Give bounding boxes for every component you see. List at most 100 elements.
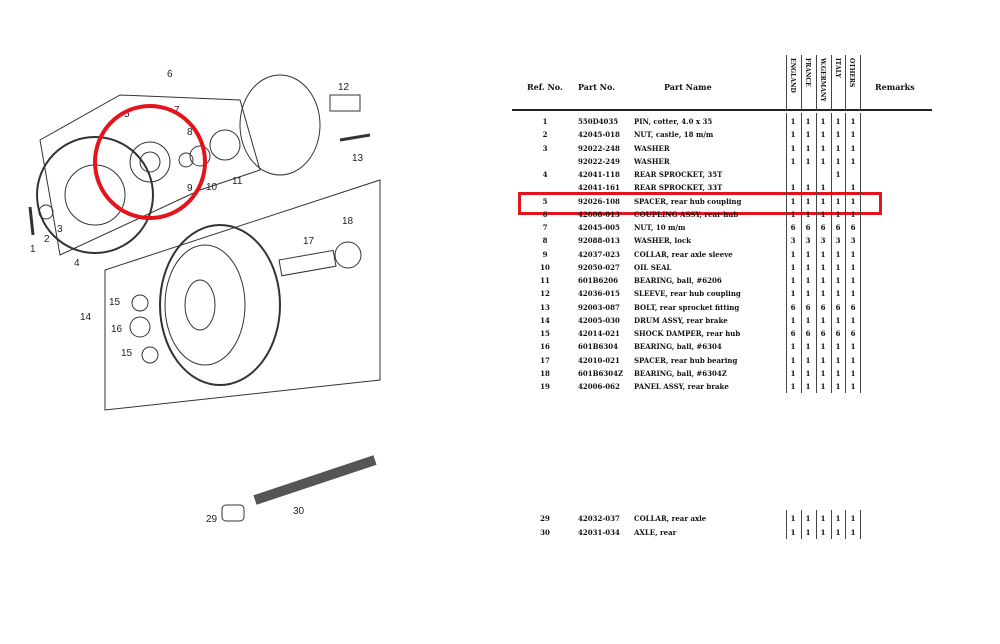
qty-w-germany: 1 [820, 209, 826, 219]
header-others: OTHERS [848, 58, 855, 88]
qty-others: 3 [850, 236, 856, 246]
qty-w-germany: 1 [820, 130, 826, 140]
qty-w-germany: 1 [820, 143, 826, 153]
part-name: COLLAR, rear axle sleeve [634, 249, 733, 259]
part-no: 92026-108 [578, 196, 620, 206]
qty-italy: 1 [835, 382, 841, 391]
qty-england: 1 [790, 382, 796, 391]
ref-no: 9 [542, 249, 548, 259]
qty-others: 1 [850, 382, 856, 391]
part-no: 92003-087 [578, 302, 620, 312]
qty-england: 1 [790, 117, 796, 126]
qty-italy: 1 [835, 355, 841, 365]
column-divider [801, 55, 802, 110]
qty-france: 1 [805, 209, 811, 219]
qty-w-germany: 6 [820, 329, 826, 338]
qty-others: 6 [850, 329, 856, 338]
qty-england: 1 [790, 183, 796, 193]
part-no: 92022-249 [578, 156, 620, 166]
part-name: SHOCK DAMPER, rear hub [634, 329, 741, 338]
qty-w-germany: 1 [820, 183, 826, 193]
qty-italy: 1 [835, 262, 841, 272]
ref-no: 17 [540, 355, 550, 365]
part-name: BEARING, ball, #6206 [634, 276, 722, 285]
column-divider [831, 113, 832, 394]
ref-no: 12 [540, 289, 550, 299]
part-no: 601B6304Z [578, 368, 624, 378]
part-name: WASHER [634, 156, 670, 166]
qty-italy: 1 [835, 315, 841, 325]
qty-italy: 1 [835, 342, 841, 352]
qty-england: 1 [790, 196, 796, 206]
column-divider [845, 113, 846, 394]
callout-3: 3 [57, 224, 63, 235]
qty-w-germany: 1 [820, 117, 826, 126]
qty-italy: 1 [835, 170, 841, 179]
qty-france: 1 [805, 527, 811, 537]
wheel-hub-drum [159, 224, 281, 386]
qty-england: 6 [790, 223, 796, 232]
column-divider [860, 510, 861, 539]
bearing [209, 129, 241, 161]
qty-others: 1 [850, 196, 856, 206]
part-name: WASHER, lock [634, 236, 691, 246]
header-w-germany: W.GERMANY [819, 58, 826, 102]
callout-6: 6 [167, 69, 173, 80]
ref-no: 8 [542, 236, 548, 246]
exploded-parts-diagram: 1 2 3 4 5 6 7 8 9 10 11 12 13 14 15 16 1… [28, 69, 381, 525]
part-no: 42005-030 [578, 315, 620, 325]
qty-france: 6 [805, 302, 811, 312]
part-name: BEARING, ball, #6304Z [634, 368, 727, 378]
part-no: 42008-013 [578, 209, 620, 219]
qty-others: 1 [850, 262, 856, 272]
header-france: FRANCE [804, 58, 811, 87]
callout-15b: 15 [121, 348, 133, 359]
qty-france: 1 [805, 183, 811, 193]
qty-france: 1 [805, 342, 811, 352]
qty-england: 1 [790, 355, 796, 365]
qty-italy: 6 [835, 329, 841, 338]
column-divider [831, 510, 832, 539]
ref-no: 1 [542, 117, 548, 126]
qty-italy: 1 [835, 156, 841, 166]
callout-29: 29 [206, 514, 218, 525]
qty-italy: 3 [835, 236, 841, 246]
qty-w-germany: 3 [820, 236, 826, 246]
qty-others: 1 [850, 156, 856, 166]
qty-others: 6 [850, 302, 856, 312]
qty-italy: 1 [835, 130, 841, 140]
highlight-circle [93, 104, 207, 220]
part-name: REAR SPROCKET, 33T [634, 183, 723, 193]
qty-w-germany: 1 [820, 382, 826, 391]
qty-w-germany: 1 [820, 355, 826, 365]
qty-italy: 1 [835, 249, 841, 259]
qty-england: 1 [790, 289, 796, 299]
qty-france: 3 [805, 236, 811, 246]
ref-no: 6 [542, 209, 548, 219]
callout-10: 10 [206, 182, 218, 193]
upper-assembly-outline [39, 94, 261, 256]
part-no: 42045-005 [578, 223, 620, 232]
qty-france: 1 [805, 196, 811, 206]
part-name: COUPLING ASSY, rear hub [634, 209, 739, 219]
qty-w-germany: 1 [820, 368, 826, 378]
qty-france: 1 [805, 143, 811, 153]
column-divider [831, 55, 832, 110]
callout-12: 12 [338, 82, 350, 93]
qty-w-germany: 1 [820, 196, 826, 206]
callout-11: 11 [232, 176, 243, 187]
callout-16: 16 [111, 324, 123, 335]
qty-w-germany: 1 [820, 249, 826, 259]
qty-w-germany: 1 [820, 156, 826, 166]
column-divider [845, 510, 846, 539]
qty-italy: 1 [835, 196, 841, 206]
qty-italy: 6 [835, 223, 841, 232]
ref-no: 18 [540, 368, 550, 378]
qty-others: 1 [850, 527, 856, 537]
qty-france: 1 [805, 130, 811, 140]
part-no: 42041-118 [578, 170, 620, 179]
qty-others: 1 [850, 130, 856, 140]
column-divider [860, 55, 861, 110]
ref-no: 16 [540, 342, 550, 352]
qty-italy: 1 [835, 143, 841, 153]
